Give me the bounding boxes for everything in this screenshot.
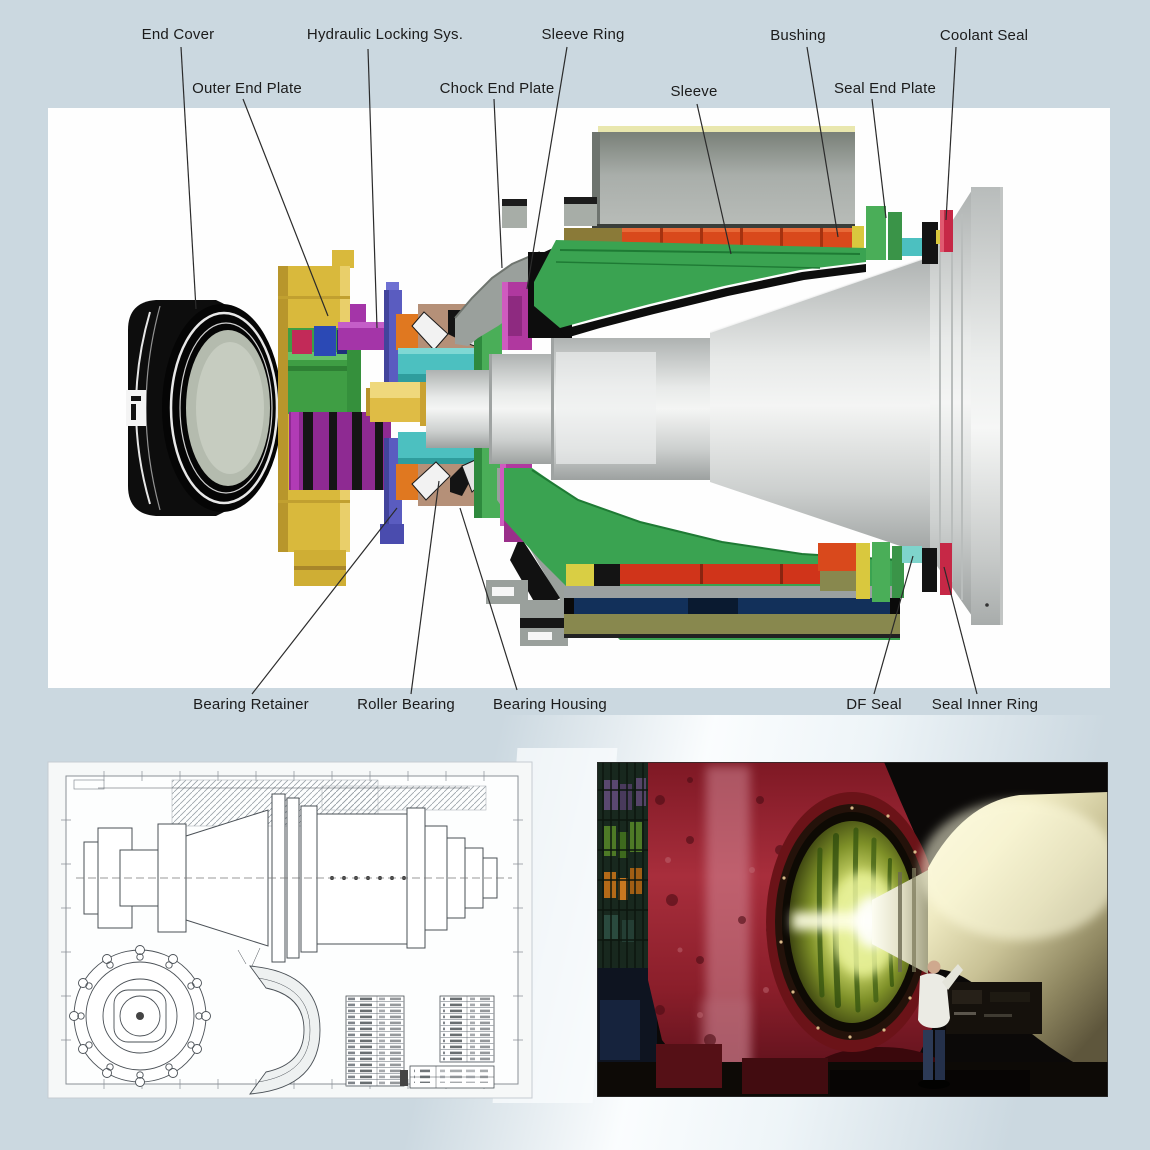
bottom-liner-strips [564,564,900,638]
label-sleeve: Sleeve [670,83,718,100]
leader-bearing-retainer [251,507,398,695]
label-df-seal: DF Seal [846,696,902,713]
seal-stack-bottom [818,542,952,602]
label-bearing-retainer: Bearing Retainer [193,696,309,713]
housing-bore [766,792,938,1052]
label-seal-end-plate: Seal End Plate [833,80,937,97]
cross-section-diagram [126,126,1003,646]
end-cover-part [126,300,282,516]
bearing-housing-part [502,126,855,229]
label-bushing: Bushing [770,27,826,44]
bom-tables [345,995,495,1089]
leader-bearing-housing [459,507,518,691]
label-end-cover: End Cover [141,26,215,43]
label-chock-end-plate: Chock End Plate [439,80,555,97]
locking-nut-part [366,378,434,426]
stray-dot [985,603,989,607]
label-seal-inner-ring: Seal Inner Ring [931,696,1039,713]
seal-stack-top [866,206,953,264]
label-sleeve-ring: Sleeve Ring [541,26,625,43]
sleeve-part-top [528,240,866,338]
partial-shell-view [237,947,321,1095]
roll-neck-shaft [426,187,1003,625]
label-hydraulic-locking-sys: Hydraulic Locking Sys. [306,26,464,43]
leader-coolant-seal [945,46,957,221]
label-roller-bearing: Roller Bearing [357,696,455,713]
leader-roller-bearing [410,480,440,695]
leader-chock-end-plate [493,98,503,269]
drawing-title-tag [73,779,105,790]
label-coolant-seal: Coolant Seal [939,27,1029,44]
label-outer-end-plate: Outer End Plate [192,80,302,97]
photo-foreground [597,982,1108,1097]
leader-seal-inner-ring [943,566,978,695]
leader-lines [180,46,978,695]
roll-shaft-photo [872,792,1108,1080]
blueprint-panel [47,761,533,1099]
leader-seal-end-plate [871,98,887,219]
worker-figure [918,960,963,1089]
photo-panel [597,762,1108,1097]
leader-outer-end-plate [242,98,329,317]
leader-end-cover [180,46,197,310]
leader-bushing [806,46,839,238]
leader-hydraulic-locking [367,48,378,329]
label-bearing-housing: Bearing Housing [493,696,607,713]
leader-sleeve [696,103,732,255]
leader-df-seal [873,555,914,695]
leader-sleeve-ring [526,46,568,290]
flange-front-view [69,945,211,1087]
